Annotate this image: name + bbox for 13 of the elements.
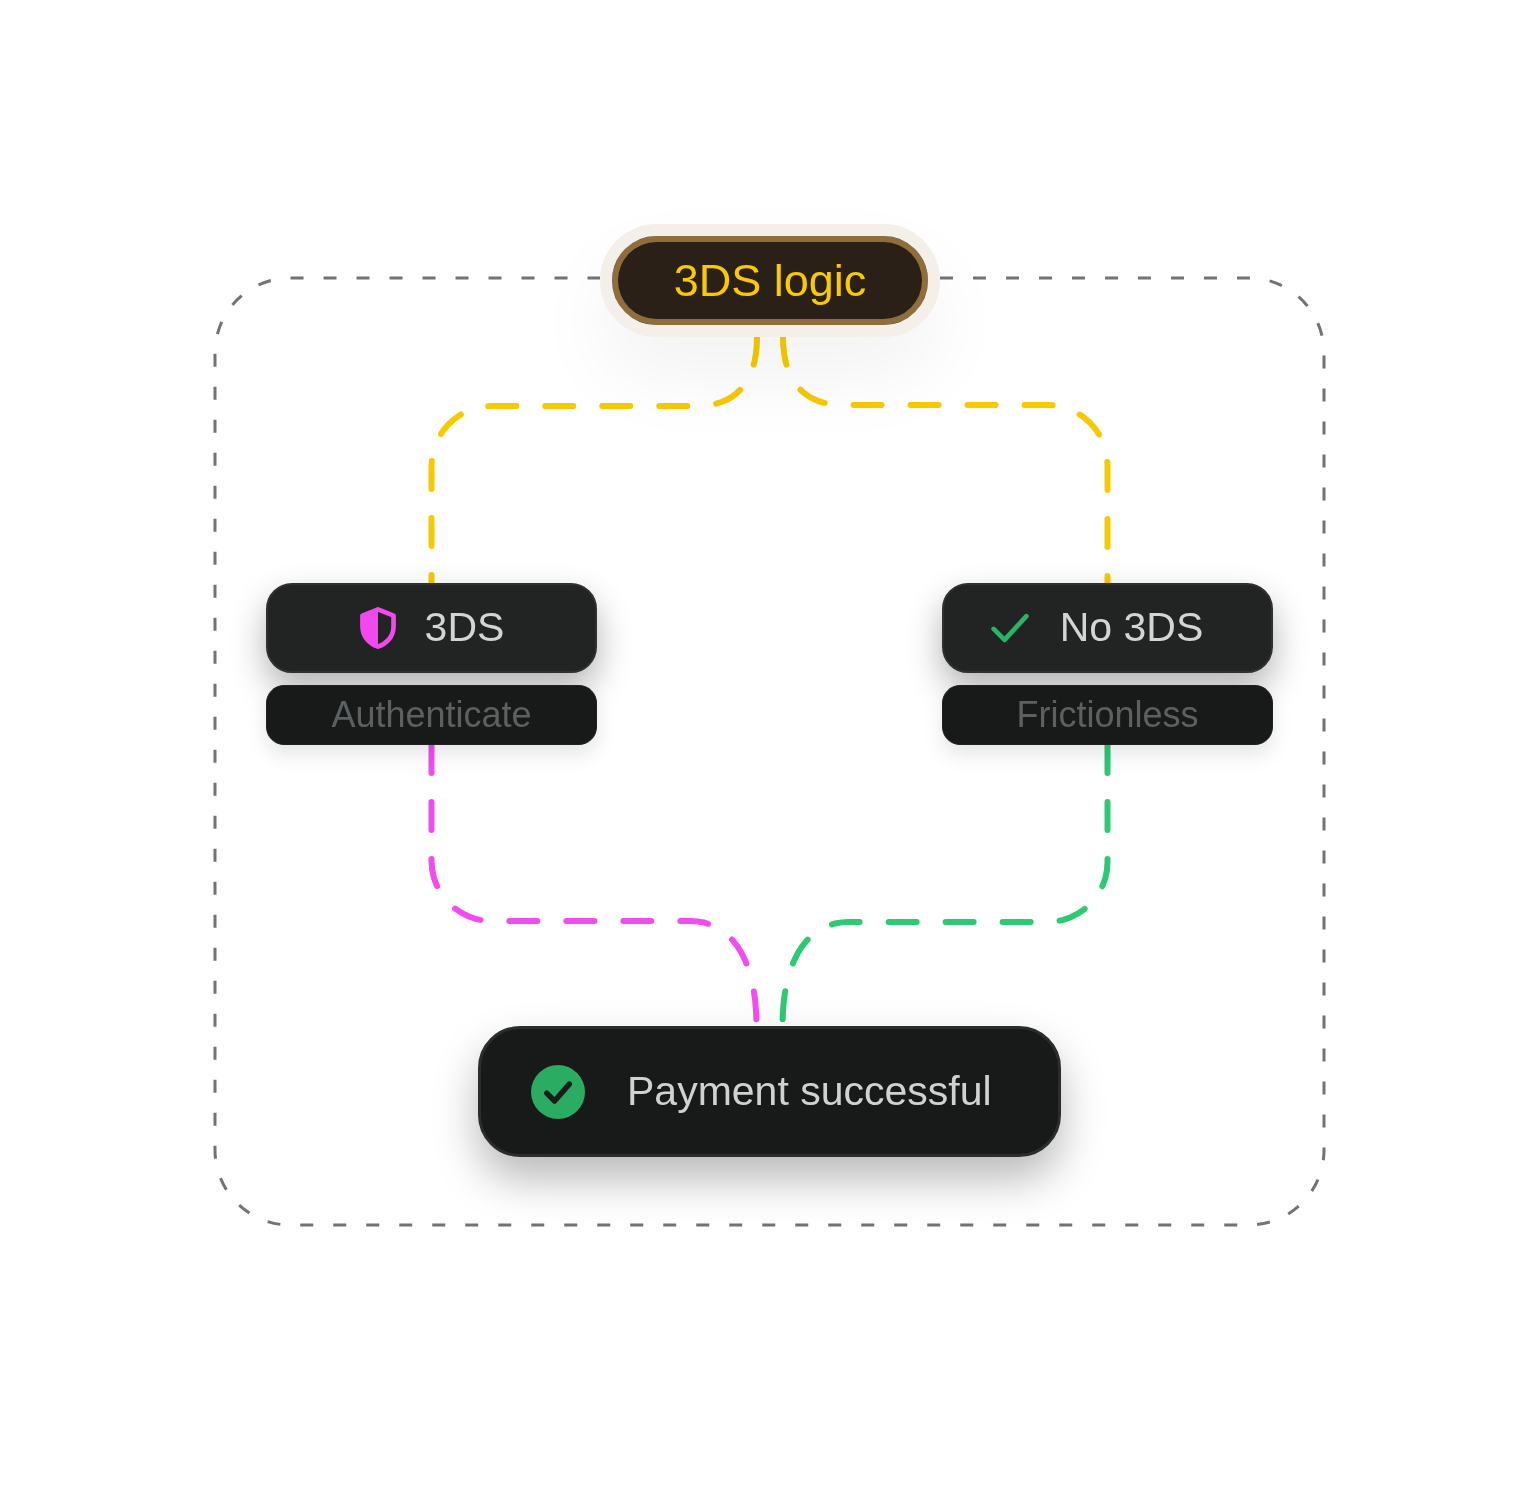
option-label: No 3DS [1059,604,1204,652]
option-caption: Authenticate [331,694,532,736]
status-label: Payment successful [627,1067,992,1116]
dashed-connector [428,334,760,586]
caption-bar [266,685,597,745]
caption-bar [942,685,1273,745]
option-card [942,583,1273,673]
result-card [478,1026,1061,1157]
option-label: 3DS [424,604,505,652]
option-card [266,583,597,673]
option-caption: Frictionless [1016,694,1199,736]
dashed-connector [780,334,1111,586]
pill-title: 3DS logic [673,254,867,307]
